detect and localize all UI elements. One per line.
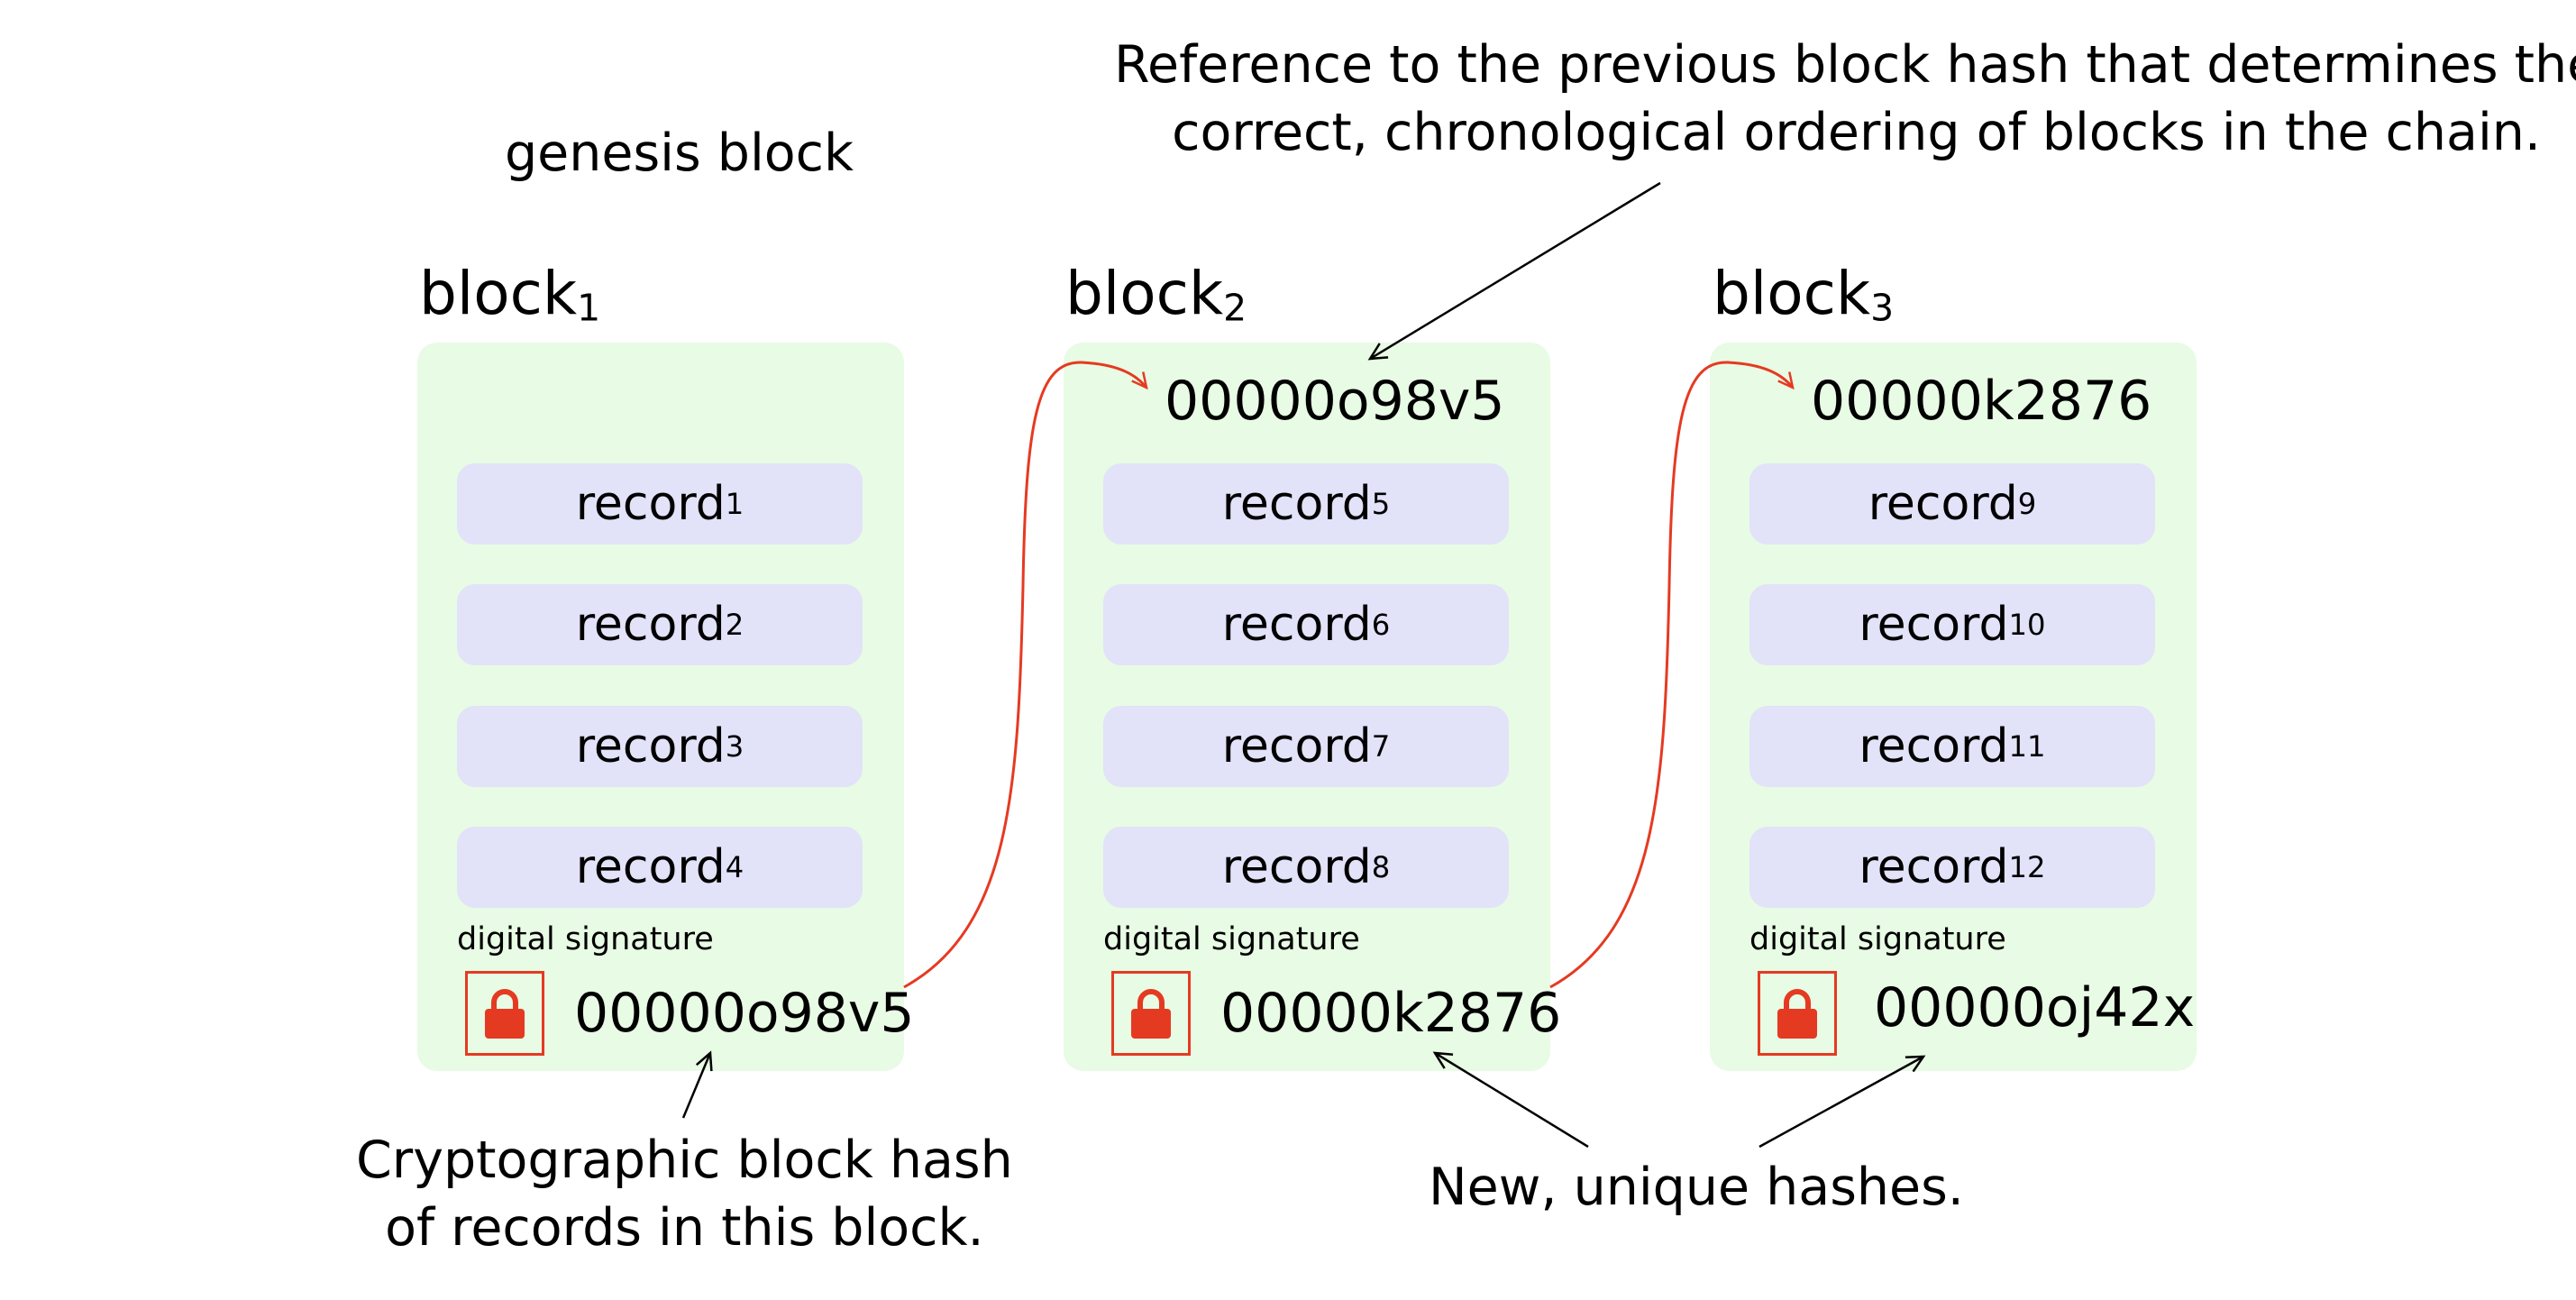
block-3-signature-label: digital signature: [1749, 921, 2006, 957]
block-1-hash: 00000o98v5: [574, 982, 915, 1045]
block-2-label: block2: [1065, 258, 1247, 330]
block-1-label-text: block: [419, 259, 578, 328]
record-8-name: record: [1221, 840, 1372, 894]
block-2-label-text: block: [1065, 259, 1224, 328]
block-1-label-index: 1: [577, 286, 601, 330]
block-3-label-text: block: [1713, 259, 1871, 328]
record-3-name: record: [575, 719, 726, 774]
block-3-label: block3: [1713, 258, 1894, 330]
block-1-signature-label: digital signature: [457, 921, 714, 957]
record-1-name: record: [575, 477, 726, 531]
block-2-hash: 00000k2876: [1220, 982, 1562, 1045]
record-4-name: record: [575, 840, 726, 894]
reference-arrow: [1367, 181, 1661, 361]
block-3-lock-box: [1758, 971, 1837, 1056]
padlock-icon: [1777, 989, 1817, 1039]
reference-annotation: Reference to the previous block hash tha…: [1114, 32, 2576, 167]
record-11-name: record: [1859, 719, 2009, 774]
reference-annotation-line1: Reference to the previous block hash tha…: [1114, 35, 2576, 95]
padlock-icon: [485, 989, 525, 1039]
record-5-name: record: [1221, 477, 1372, 531]
reference-annotation-line2: correct, chronological ordering of block…: [1172, 103, 2542, 162]
block-2-prev-hash: 00000o98v5: [1165, 370, 1505, 433]
block-1-label: block1: [419, 258, 600, 330]
record-10-name: record: [1859, 598, 2009, 652]
block-3-hash: 00000oj42x: [1874, 976, 2196, 1039]
block-2-signature-label: digital signature: [1103, 921, 1360, 957]
record-12-name: record: [1859, 840, 2009, 894]
record-9-name: record: [1868, 477, 2018, 531]
new-hashes-annotation: New, unique hashes.: [1429, 1158, 1964, 1217]
crypto-hash-arrow: [681, 1050, 713, 1119]
new-hash-arrow-left: [1432, 1051, 1589, 1149]
link-arrow-1-to-2: [903, 361, 1148, 989]
block-3-label-index: 3: [1870, 286, 1895, 330]
crypto-hash-annotation-line1: Cryptographic block hash: [356, 1131, 1013, 1190]
new-hash-arrow-right: [1758, 1055, 1926, 1149]
crypto-hash-annotation: Cryptographic block hash of records in t…: [356, 1127, 1013, 1262]
block-1-lock-box: [465, 971, 544, 1056]
record-2-name: record: [575, 598, 726, 652]
block-3-prev-hash: 00000k2876: [1811, 370, 2152, 433]
link-arrow-2-to-3: [1549, 361, 1795, 989]
record-7-name: record: [1221, 719, 1372, 774]
record-6-name: record: [1221, 598, 1372, 652]
crypto-hash-annotation-line2: of records in this block.: [385, 1198, 984, 1258]
block-2-lock-box: [1111, 971, 1191, 1056]
genesis-block-annotation: genesis block: [505, 124, 854, 183]
padlock-icon: [1131, 989, 1171, 1039]
block-2-label-index: 2: [1223, 286, 1247, 330]
